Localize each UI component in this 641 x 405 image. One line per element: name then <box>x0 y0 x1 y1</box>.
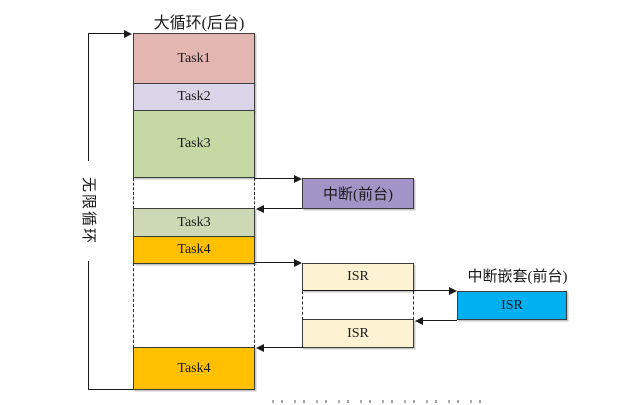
arrow-task4-to-isr-head-icon <box>294 258 302 267</box>
task3-resume-label: Task3 <box>177 214 211 230</box>
arrow-task3-to-interrupt-line <box>255 178 297 179</box>
arrow-nested-return-head-icon <box>415 316 423 325</box>
isr-gap-right-dashed-line <box>413 291 414 320</box>
interrupt-label: 中断(前台) <box>323 187 393 203</box>
nested-isr-box: ISR <box>457 291 567 320</box>
arrow-nested-return-line <box>421 320 457 321</box>
task3-resume-box: Task3 <box>133 208 255 237</box>
task1-box: Task1 <box>133 33 255 84</box>
background-loop-title: 大循环(后台) <box>153 15 245 32</box>
isr-top-box: ISR <box>302 263 414 291</box>
task2-box: Task2 <box>133 83 255 111</box>
clipped-caption-fragment <box>272 400 482 403</box>
task3-label: Task3 <box>177 136 211 151</box>
task4-resume-label: Task4 <box>177 360 211 376</box>
isr-gap-left-dashed-line <box>302 291 303 320</box>
nested-interrupt-title: 中断嵌套(前台) <box>467 269 568 285</box>
loop-top-line <box>88 33 126 34</box>
task4-box: Task4 <box>133 236 255 264</box>
task4-label: Task4 <box>177 242 211 257</box>
arrow-isr-to-nested-line <box>303 290 451 291</box>
isr-bottom-label: ISR <box>347 325 369 341</box>
isr-bottom-box: ISR <box>302 319 414 348</box>
interrupt-box: 中断(前台) <box>302 178 414 209</box>
arrow-task3-to-interrupt-head-icon <box>294 174 302 183</box>
arrow-interrupt-return-head-icon <box>256 204 264 213</box>
arrow-isr-return-head-icon <box>256 343 264 352</box>
arrow-task4-to-isr-line <box>255 262 297 263</box>
arrow-isr-return-line <box>262 347 304 348</box>
gap1-left-dashed-line <box>133 178 134 209</box>
task4-resume-box: Task4 <box>133 347 255 390</box>
loop-bottom-line <box>88 389 133 390</box>
loop-top-arrowhead-icon <box>124 29 132 38</box>
isr-top-label: ISR <box>347 269 369 284</box>
gap2-left-dashed-line <box>133 263 134 348</box>
arrow-interrupt-return-line <box>262 208 302 209</box>
gap2-right-dashed-line <box>254 263 255 348</box>
nested-isr-label: ISR <box>501 297 523 313</box>
task3-box: Task3 <box>133 110 255 178</box>
task2-label: Task2 <box>177 89 211 104</box>
task1-label: Task1 <box>177 50 211 66</box>
arrow-isr-to-nested-head-icon <box>449 286 457 295</box>
gap1-right-dashed-line <box>254 178 255 209</box>
infinite-loop-label: 无限循环 <box>79 161 97 261</box>
